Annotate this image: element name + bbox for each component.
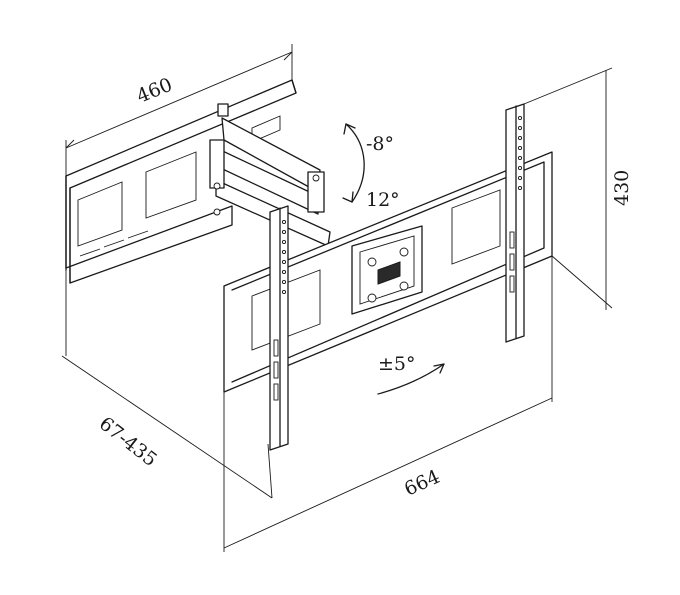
tv-frame [223,151,553,393]
label-460: 460 [134,74,176,108]
wall-plate-knob [217,103,229,117]
label-67-435: 67-435 [95,413,161,472]
arm-joint [307,171,325,213]
swivel-arrow [377,363,445,395]
label-430: 430 [611,170,633,206]
wall-plate [65,79,297,284]
right-vertical-rail [505,103,525,343]
right-rail-holes [509,115,523,293]
dimension-67-435 [61,270,273,499]
tilt-arrow [342,123,365,203]
label-664: 664 [401,466,443,501]
dimension-430 [523,67,613,310]
label-tilt-up: -8° [366,133,394,155]
label-tilt-down: 12° [366,189,400,211]
dimension-664 [223,256,553,552]
left-rail-holes [273,219,287,401]
dimension-460 [65,44,293,176]
label-swivel: ±5° [378,353,416,375]
